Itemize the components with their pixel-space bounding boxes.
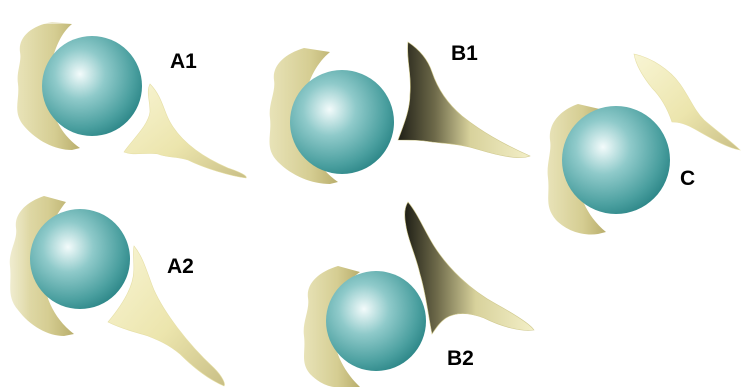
label-a2: A2: [167, 256, 194, 277]
label-c: C: [680, 168, 695, 189]
c-sphere: [562, 106, 670, 214]
cell-c: [548, 54, 740, 234]
label-b2: B2: [447, 348, 474, 369]
a1-process: [124, 84, 246, 178]
cell-a1: [0, 0, 246, 178]
a1-sphere: [42, 36, 142, 136]
a2-sphere: [30, 209, 130, 309]
label-b1: B1: [451, 43, 478, 64]
cell-b2: [304, 202, 534, 387]
b1-sphere: [290, 70, 394, 174]
cell-a2: [0, 190, 225, 386]
cell-b1: [270, 42, 531, 184]
b2-sphere: [326, 271, 426, 371]
label-a1: A1: [170, 51, 197, 72]
